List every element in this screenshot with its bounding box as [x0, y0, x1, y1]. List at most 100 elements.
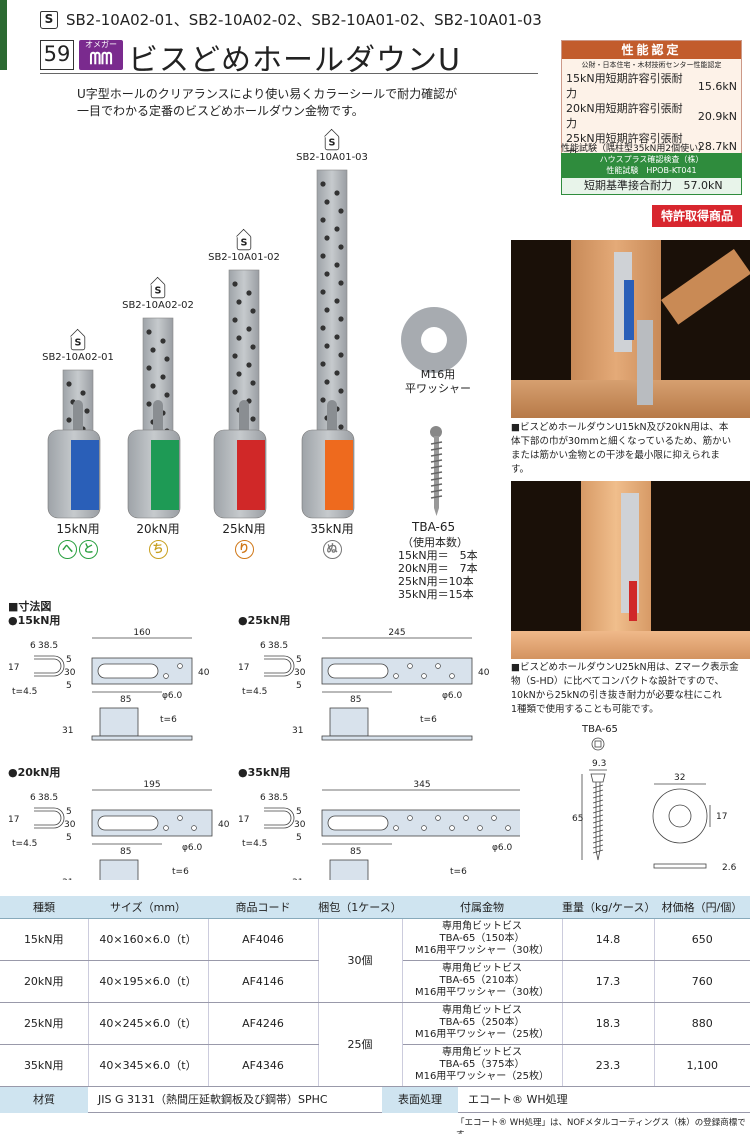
product-photos [47, 169, 467, 519]
strength-mark-icon: ぬ [322, 540, 342, 559]
brand-logo: オメガー ᗰᗰ [79, 40, 123, 70]
svg-text:6: 6 [260, 641, 266, 651]
screw-usage-title: （使用本数） [402, 536, 468, 549]
page-number: 59 [40, 40, 74, 70]
dim-screw-title: TBA-65 [582, 724, 618, 735]
s-mark-icon: S [236, 235, 252, 251]
pack-cell: 25個 [318, 1002, 403, 1087]
accessory-line: 専用角ビットビス [442, 1047, 522, 1058]
page-title: ビスどめホールダウンU [128, 43, 461, 78]
install-photo-2 [511, 481, 750, 659]
svg-text:t=6: t=6 [172, 867, 189, 877]
test-id: 性能試験 HPOB-KT041 [606, 166, 697, 175]
svg-text:85: 85 [350, 695, 361, 705]
svg-text:40: 40 [218, 820, 230, 830]
strength-mark-icon: り [234, 540, 254, 559]
svg-text:t=4.5: t=4.5 [12, 839, 37, 849]
s-mark-icon: S [70, 335, 86, 351]
code-cell: AF4246 [208, 1002, 319, 1045]
weight-cell: 17.3 [562, 960, 655, 1003]
table-header: 種類 [0, 896, 88, 919]
product-4-plate [301, 169, 355, 519]
strength-mark-icon: へ [58, 540, 77, 559]
dim-washer-d17: 17 [716, 812, 727, 822]
svg-text:17: 17 [8, 663, 19, 673]
svg-text:31: 31 [292, 726, 303, 736]
performance-org: 公財・日本住宅・木材技術センター性能認定 [581, 61, 722, 69]
price-cell: 760 [654, 960, 750, 1003]
washer-label-1: M16用 [420, 368, 456, 381]
surface-label: 表面処理 [382, 1087, 458, 1113]
caption-line: 1種類で使用することも可能です。 [511, 704, 659, 715]
screw-name: TBA-65 [412, 520, 456, 534]
accessory-line: TBA-65（210本） [439, 975, 525, 986]
size-cell: 40×160×6.0（t） [88, 918, 209, 961]
accessory-line: TBA-65（150本） [439, 933, 525, 944]
caption-line: または筋かい金物との干渉を最小限に抑えられま [511, 450, 720, 461]
svg-text:φ6.0: φ6.0 [182, 843, 203, 853]
dim-length: 160 [133, 628, 150, 638]
test-org-box: ハウスプラス確認検査（株） 性能試験 HPOB-KT041 [561, 153, 742, 177]
svg-text:40: 40 [478, 668, 490, 678]
product-code: SB2-10A02-01 [42, 352, 114, 363]
dimension-label: ●35kN用 [238, 766, 290, 779]
washer-label-2: 平ワッシャー [405, 382, 471, 395]
material-row: 材質 JIS G 3131（熱間圧延軟鋼板及び鋼帯）SPHC 表面処理 エコート… [0, 1087, 750, 1113]
table-header: サイズ（mm） [88, 896, 208, 919]
weight-cell: 14.8 [562, 918, 655, 961]
price-cell: 650 [654, 918, 750, 961]
s-mark-icon: S [40, 11, 58, 29]
svg-text:38.5: 38.5 [38, 793, 58, 803]
svg-text:30: 30 [64, 668, 76, 678]
svg-text:5: 5 [296, 681, 302, 691]
header-codes: SB2-10A02-01、SB2-10A02-02、SB2-10A01-02、S… [66, 11, 542, 29]
svg-text:85: 85 [120, 847, 131, 857]
table-header: 材価格（円/個） [654, 896, 750, 919]
svg-text:t=6: t=6 [160, 715, 177, 725]
svg-text:85: 85 [120, 695, 131, 705]
type-cell: 20kN用 [0, 960, 89, 1003]
price-cell: 1,100 [654, 1044, 750, 1087]
product-type: 15kN用 [56, 522, 100, 536]
product-code: SB2-10A01-03 [296, 152, 368, 163]
svg-text:6: 6 [30, 641, 36, 651]
joint-label: 短期基準接合耐力 [584, 179, 672, 192]
caption-line: 体下部の巾が30mmと細くなっているため、筋かい [511, 436, 732, 447]
product-table: 種類サイズ（mm）商品コード梱包（1ケース）付属金物重量（kg/ケース）材価格（… [0, 896, 750, 1087]
dimension-label: ●15kN用 [8, 614, 60, 627]
svg-text:5: 5 [296, 833, 302, 843]
dim-washer-d26: 2.6 [722, 863, 737, 873]
strength-mark-icon: と [79, 540, 98, 559]
intro-line-2: 一目でわかる定番のビスどめホールダウン金物です。 [77, 104, 364, 118]
svg-text:φ6.0: φ6.0 [492, 843, 513, 853]
color-seal [237, 440, 265, 510]
patent-badge: 特許取得商品 [652, 205, 742, 227]
product-code: SB2-10A02-02 [122, 300, 194, 311]
svg-text:t=6: t=6 [450, 867, 467, 877]
svg-text:5: 5 [296, 807, 302, 817]
svg-text:5: 5 [66, 655, 72, 665]
table-header: 商品コード [208, 896, 318, 919]
svg-text:30: 30 [294, 668, 306, 678]
accessory-line: M16用平ワッシャー（30枚） [414, 945, 550, 956]
type-cell: 35kN用 [0, 1044, 89, 1087]
strength-mark-icon: ち [148, 540, 168, 559]
svg-text:5: 5 [66, 681, 72, 691]
product-type: 25kN用 [222, 522, 266, 536]
material-value: JIS G 3131（熱間圧延軟鋼板及び鋼帯）SPHC [98, 1093, 328, 1106]
caption-line: ■ビスどめホールダウンU25kN用は、Zマーク表示金 [511, 662, 739, 673]
joint-strength: 短期基準接合耐力 57.0kN [561, 177, 742, 195]
accessory-line: 専用角ビットビス [442, 1005, 522, 1016]
svg-text:t=4.5: t=4.5 [242, 839, 267, 849]
footnote: 「エコート® WH処理」は、NOFメタルコーティングス（株）の登録商標です。 [456, 1118, 746, 1134]
svg-text:17: 17 [8, 815, 19, 825]
color-seal [151, 440, 179, 510]
intro: U字型ホールのクリアランスにより使い易くカラーシールで耐力確認が 一目でわかる定… [77, 86, 457, 120]
screw-washer-drawing: 9.3 65 32 17 2.6 [572, 737, 737, 873]
